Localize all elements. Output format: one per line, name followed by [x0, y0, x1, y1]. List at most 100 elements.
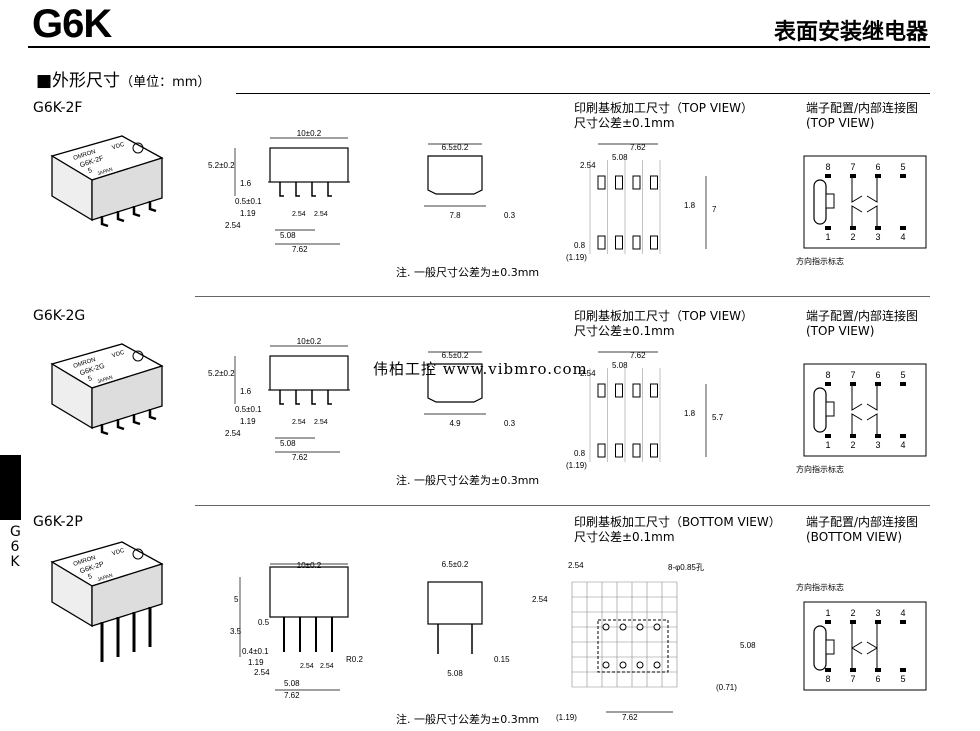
dimension-label: 2.54: [320, 663, 334, 670]
dimension-label: 7.62: [622, 713, 638, 722]
model-label: G6K-2P: [33, 514, 83, 530]
side-body: [427, 581, 483, 625]
dimension-label: 10±0.2: [297, 561, 322, 570]
terminal-view-label: (TOP VIEW): [806, 116, 875, 130]
dimension-label: 2.54: [532, 595, 548, 604]
side-body: [427, 363, 483, 403]
relay-pin: [132, 414, 141, 426]
dimension-label: 5.08: [284, 679, 300, 688]
front-pin: [295, 390, 300, 405]
pin-pad: [825, 382, 831, 386]
dimension-label: (1.19): [566, 253, 587, 262]
dimension-label: 5.2±0.2: [208, 161, 235, 170]
dimension-label: (1.19): [566, 461, 587, 470]
front-pin: [327, 182, 332, 197]
pcb-pad: [650, 235, 658, 250]
dimension-label: 2.54: [314, 419, 328, 426]
front-pin: [311, 182, 316, 197]
dimension-label: 2.54: [300, 663, 314, 670]
dimension-label: 5.7: [712, 413, 724, 422]
pin-number: 8: [825, 370, 830, 380]
model-label: G6K-2G: [33, 308, 86, 324]
dimension-label: 5.08: [280, 439, 296, 448]
section-heading: ■外形尺寸（单位：mm）: [36, 71, 211, 91]
pin-pad: [850, 174, 856, 178]
dimension-label: 5.2±0.2: [208, 369, 235, 378]
general-tolerance-note: 注. 一般尺寸公差为±0.3mm: [396, 266, 540, 279]
general-tolerance-note: 注. 一般尺寸公差为±0.3mm: [396, 474, 540, 487]
pcb-hole: [653, 623, 661, 631]
pcb-pad: [615, 383, 623, 398]
dimension-label: 2.54: [580, 161, 596, 170]
relay-cert-icon: [132, 548, 144, 560]
dimension-label: 0.15: [494, 655, 510, 664]
direction-mark-label: 方向指示标志: [796, 256, 844, 266]
dimension-label: 7.62: [630, 143, 646, 152]
dimension-label: 0.5: [258, 618, 270, 627]
terminal-view-label: (BOTTOM VIEW): [806, 530, 903, 544]
direction-indicator: [813, 625, 827, 671]
document-title: 表面安装继电器: [773, 20, 928, 45]
relay-voltage-mark: VDC: [111, 350, 126, 360]
dimension-label: 5.08: [280, 231, 296, 240]
dimension-label: 7.8: [449, 211, 461, 220]
pin-number: 3: [875, 440, 880, 450]
pcb-hole: [619, 623, 627, 631]
pcb-hole: [602, 661, 610, 669]
pcb-hole: [636, 661, 644, 669]
pin-number: 2: [850, 232, 855, 242]
dimension-label: 7.62: [284, 691, 300, 700]
general-tolerance-note: 注. 一般尺寸公差为±0.3mm: [396, 713, 540, 726]
model-label: G6K-2F: [33, 100, 83, 116]
contact-symbol: [851, 178, 878, 226]
pin-pad: [825, 226, 831, 230]
dimension-label: 5.08: [740, 641, 756, 650]
pin-pad: [850, 226, 856, 230]
relay-pin: [148, 201, 157, 213]
pin-pad: [850, 382, 856, 386]
relay-pin: [100, 216, 109, 228]
dimension-label: 1.6: [240, 387, 252, 396]
dimension-label: 10±0.2: [297, 129, 322, 138]
product-code: G6K: [32, 2, 112, 46]
dimension-label: 0.8: [574, 449, 586, 458]
relay-voltage-mark: VDC: [111, 142, 126, 152]
coil-symbol: [825, 193, 835, 209]
pin-number: 2: [850, 608, 855, 618]
pin-number: 8: [825, 674, 830, 684]
pin-number: 4: [900, 440, 905, 450]
relay-side-face: [91, 365, 163, 429]
dimension-label: 0.5±0.1: [235, 405, 262, 414]
pin-number: 2: [850, 440, 855, 450]
pcb-pad: [615, 443, 623, 458]
dimension-label: 1.8: [684, 201, 696, 210]
dimension-label: 2.54: [314, 211, 328, 218]
pcb-hole: [636, 623, 644, 631]
relay-coil-voltage: 5: [87, 167, 93, 175]
relay-origin-mark: JAPAN: [97, 167, 114, 178]
row-separator: [195, 296, 930, 297]
dimension-label: 1.8: [684, 409, 696, 418]
pin-pad: [875, 174, 881, 178]
relay-pin: [148, 409, 157, 421]
dimension-label: 3.5: [230, 627, 242, 636]
dimension-label: 10±0.2: [297, 337, 322, 346]
dimension-label: 7.62: [292, 453, 308, 462]
dimension-label: 0.5±0.1: [235, 197, 262, 206]
dimension-label: 6.5±0.2: [442, 560, 469, 569]
pcb-outline: [597, 619, 669, 673]
pcb-pad: [597, 175, 606, 190]
pcb-pad: [632, 235, 641, 250]
pcb-hole: [653, 661, 661, 669]
relay-pin: [132, 206, 141, 218]
dimension-label: 8-φ0.85孔: [668, 563, 704, 572]
